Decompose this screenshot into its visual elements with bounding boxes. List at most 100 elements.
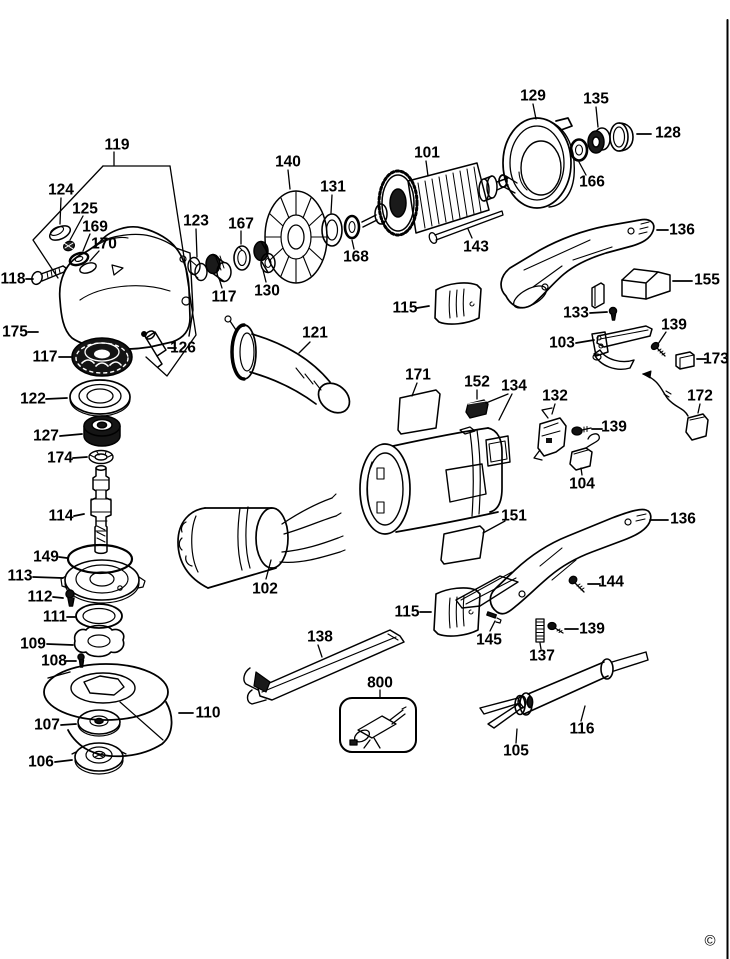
part-label-101: 101 <box>414 144 440 162</box>
part-label-107: 107 <box>34 716 60 734</box>
part-103-lever-drawing <box>592 326 652 369</box>
part-105-fork-drawing <box>480 696 526 728</box>
part-139-screw-mid-drawing <box>572 427 591 436</box>
part-134-housing-drawing <box>360 427 510 534</box>
part-122-washer-drawing <box>70 380 130 416</box>
part-small-slab-drawing <box>592 283 604 308</box>
part-171-plate-drawing <box>398 390 440 434</box>
part-label-115-bottom: 115 <box>394 603 420 621</box>
part-label-133: 133 <box>563 304 589 322</box>
part-label-109: 109 <box>20 635 46 653</box>
part-145-screw-drawing <box>487 612 501 623</box>
part-135-bearing-drawing <box>588 128 610 153</box>
part-101-armature-drawing <box>362 163 508 235</box>
part-117-bushing-drawing <box>206 255 231 282</box>
part-label-138: 138 <box>307 628 333 646</box>
part-143-rod-drawing <box>428 211 503 244</box>
part-132-switch-drawing <box>534 408 566 460</box>
part-label-102: 102 <box>252 580 278 598</box>
part-label-168: 168 <box>343 248 369 266</box>
part-label-113: 113 <box>7 567 33 585</box>
part-118-bolt-drawing <box>30 266 66 286</box>
part-139-screw-bot-drawing <box>548 623 563 634</box>
part-111-ring-drawing <box>76 604 122 628</box>
part-label-139-a: 139 <box>661 316 687 334</box>
part-label-121: 121 <box>302 324 328 342</box>
part-label-144: 144 <box>598 573 624 591</box>
part-label-167: 167 <box>228 215 254 233</box>
part-label-103: 103 <box>549 334 575 352</box>
part-label-108: 108 <box>41 652 67 670</box>
part-107-flange-drawing <box>78 710 120 736</box>
part-138-spanner-drawing <box>244 630 404 704</box>
part-114-spindle-drawing <box>91 466 111 554</box>
part-136-top-handle-drawing <box>501 220 654 313</box>
part-169-washer-drawing <box>68 251 90 268</box>
part-gear-housing-drawing <box>60 227 193 349</box>
part-label-131: 131 <box>320 178 346 196</box>
part-112-screw-drawing <box>66 590 74 606</box>
part-121-handle-drawing <box>225 316 355 419</box>
part-label-117-top: 117 <box>211 288 237 306</box>
part-label-132: 132 <box>542 387 568 405</box>
part-label-151: 151 <box>501 507 527 525</box>
part-104-block-drawing <box>570 434 599 470</box>
part-label-170: 170 <box>91 235 117 253</box>
part-label-166: 166 <box>579 173 605 191</box>
part-label-123: 123 <box>183 212 209 230</box>
part-label-136-top: 136 <box>669 221 695 239</box>
part-label-117-bottom: 117 <box>32 348 58 366</box>
part-label-175: 175 <box>2 323 28 341</box>
part-800-kit-drawing <box>340 698 416 752</box>
part-label-130: 130 <box>254 282 280 300</box>
part-label-171: 171 <box>405 366 431 384</box>
part-label-122: 122 <box>20 390 46 408</box>
part-label-110: 110 <box>195 704 221 722</box>
part-label-172: 172 <box>687 387 713 405</box>
part-label-139-c: 139 <box>579 620 605 638</box>
part-label-115-top: 115 <box>392 299 418 317</box>
part-label-140: 140 <box>275 153 301 171</box>
part-144-screw-drawing <box>568 575 584 592</box>
part-label-800: 800 <box>367 674 393 692</box>
part-label-127: 127 <box>33 427 59 445</box>
part-label-149: 149 <box>33 548 59 566</box>
part-110-guard-drawing <box>44 664 172 756</box>
part-label-135: 135 <box>583 90 609 108</box>
part-129-baffle-drawing <box>499 118 574 208</box>
part-124-cap-drawing <box>47 223 72 243</box>
part-127-bearing-drawing <box>84 416 120 446</box>
part-label-173: 173 <box>703 350 729 368</box>
part-label-112: 112 <box>27 588 53 606</box>
part-102-stator-drawing <box>178 494 345 588</box>
part-174-washer-drawing <box>89 451 113 464</box>
part-125-nut-drawing <box>62 240 76 253</box>
part-133-screw-drawing <box>610 308 617 321</box>
part-131-washer-drawing <box>322 214 342 246</box>
part-label-116: 116 <box>569 720 595 738</box>
part-label-111: 111 <box>42 608 68 626</box>
part-137-spring-drawing <box>536 619 544 642</box>
part-109-nut-drawing <box>75 626 124 657</box>
part-label-152: 152 <box>464 373 490 391</box>
part-115-brush-bottom-drawing <box>434 588 480 636</box>
part-166-washer-drawing <box>571 140 587 161</box>
part-151-plate-drawing <box>441 526 484 564</box>
part-label-105: 105 <box>503 742 529 760</box>
part-label-129: 129 <box>520 87 546 105</box>
part-117-gear-drawing <box>72 338 132 376</box>
part-173-box-drawing <box>676 352 694 369</box>
part-140-fan-drawing <box>265 191 327 283</box>
part-172-capacitor-drawing <box>643 371 708 440</box>
part-167-ring-drawing <box>234 246 250 270</box>
part-label-174: 174 <box>47 449 73 467</box>
part-label-125: 125 <box>72 200 98 218</box>
part-label-114: 114 <box>48 507 74 525</box>
part-152-block-drawing <box>466 400 488 418</box>
part-label-143: 143 <box>463 238 489 256</box>
part-136-bottom-handle-drawing <box>456 509 651 613</box>
part-label-106: 106 <box>28 753 54 771</box>
part-label-104: 104 <box>569 475 595 493</box>
